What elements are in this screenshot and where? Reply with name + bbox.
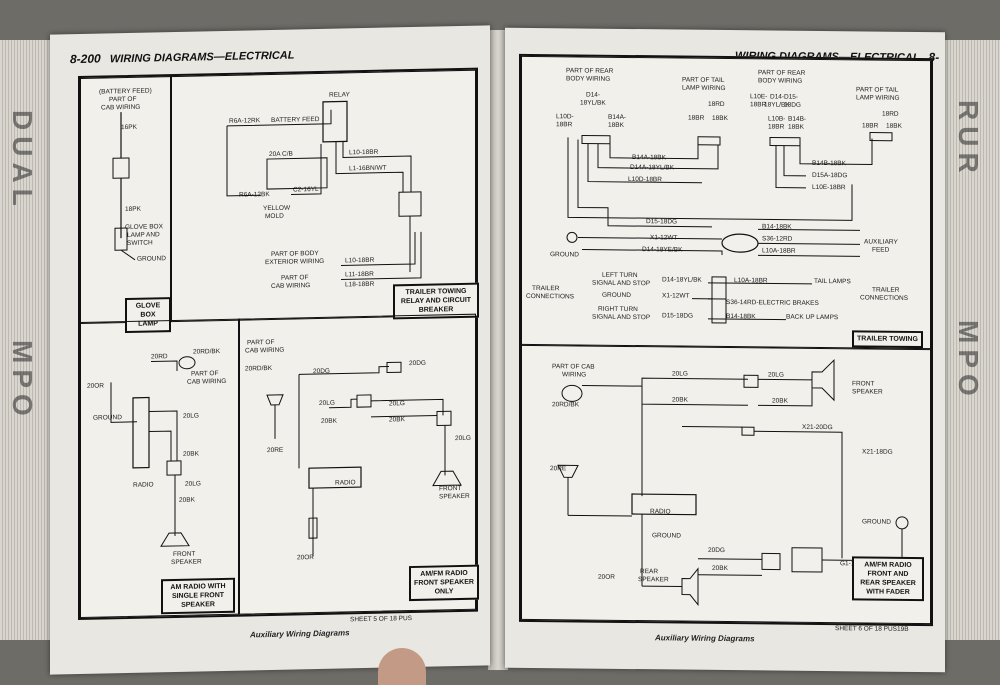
left-footer: Auxiliary Wiring Diagrams [250,628,350,640]
right-edge-marker-top: RUR [953,100,984,179]
left-page-header: 8-200 WIRING DIAGRAMS—ELECTRICAL [70,47,294,66]
left-page-number: 8-200 [70,51,101,67]
book-spine [488,30,508,670]
right-diagram-frame: PART OF REAR BODY WIRING D14- 18YL/BK L1… [519,53,933,627]
left-page: 8-200 WIRING DIAGRAMS—ELECTRICAL (BATTER… [50,25,490,675]
thumb [378,648,426,685]
right-edge-marker-bottom: MPO [953,320,984,402]
right-page: WIRING DIAGRAMS—ELECTRICAL 8-201 PART OF… [505,27,945,673]
glove-box-wiring [112,112,136,261]
trailer-towing-panel: PART OF REAR BODY WIRING D14- 18YL/BK L1… [521,55,931,351]
left-sheet-number: SHEET 5 OF 18 PUS [350,615,413,624]
trailer-relay-panel: RELAY R6A-12RK BATTERY FEED 20A C/B R6A-… [170,69,479,323]
am-fm-fader-caption: AM/FM RADIO FRONT AND REAR SPEAKER WITH … [852,556,924,602]
left-page-edges [0,40,50,640]
am-fm-fader-panel: PART OF CAB WIRING 20RD/BK 20LG 20LG 20B… [521,343,931,625]
am-fm-radio-wiring [266,361,462,557]
am-fm-radio-caption: AM/FM RADIO FRONT SPEAKER ONLY [409,564,479,602]
glove-box-panel: (BATTERY FEED) PART OF CAB WIRING 16PK 1… [80,76,172,334]
left-edge-marker-bottom: MPO [7,340,38,422]
am-radio-caption: AM RADIO WITH SINGLE FRONT SPEAKER [161,577,235,615]
trailer-relay-wiring [226,100,422,281]
right-footer: Auxiliary Wiring Diagrams [655,633,755,644]
left-diagram-frame: (BATTERY FEED) PART OF CAB WIRING 16PK 1… [78,67,479,621]
right-sheet-number: SHEET 6 OF 18 PUS19B [835,625,909,633]
am-radio-wiring [110,356,196,547]
am-fm-fader-wiring [557,358,909,607]
trailer-towing-wiring [566,132,893,324]
trailer-towing-caption: TRAILER TOWING [852,330,923,349]
left-page-title: WIRING DIAGRAMS—ELECTRICAL [109,49,295,66]
am-fm-radio-panel: PART OF CAB WIRING 20RD/BK 20DG 20DG 20L… [238,313,479,615]
right-page-edges [945,40,1000,640]
left-edge-marker-top: DUAL [7,110,38,212]
am-radio-panel: 20RD 20RD/BK PART OF CAB WIRING 20OR GRO… [80,318,240,618]
